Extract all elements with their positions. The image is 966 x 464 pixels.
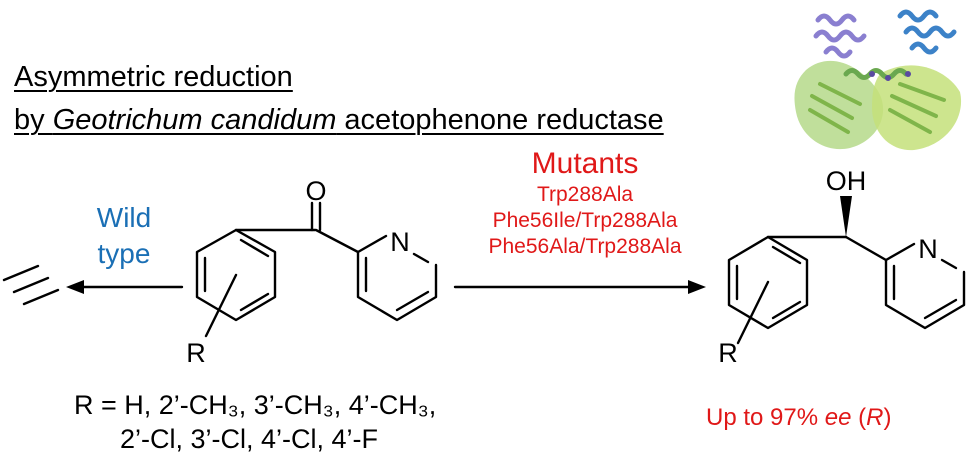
product-hydroxyl-label: OH: [826, 166, 867, 196]
mutants-block: Mutants Trp288Ala Phe56Ile/Trp288Ala Phe…: [445, 146, 725, 260]
triple-slash-no-reaction-icon: [2, 264, 60, 306]
substrate-pyridine-ring: [356, 234, 438, 322]
product-stereo-wedge: [840, 196, 852, 237]
product-r-label: R: [718, 338, 738, 368]
title-line-2: by Geotrichum candidum acetophenone redu…: [14, 104, 664, 137]
result-ee: ee: [824, 404, 852, 431]
substrate-r-bond: [204, 273, 238, 338]
mutants-heading: Mutants: [531, 147, 639, 180]
wild-type-label: Wild type: [88, 200, 160, 272]
forward-arrowhead: [688, 280, 706, 294]
title-text-1: Asymmetric reduction: [14, 61, 293, 93]
title-suffix: acetophenone reductase: [336, 104, 664, 136]
title-line-1: Asymmetric reduction: [14, 61, 293, 94]
wild-type-line-1: Wild: [96, 202, 152, 233]
title-species: Geotrichum candidum: [52, 104, 337, 136]
result-config: R: [866, 404, 884, 431]
r-groups-line-1: R = H, 2’-CH₃, 3’-CH₃, 4’-CH₃,: [74, 390, 437, 420]
wild-type-arrowhead: [66, 280, 84, 294]
result-open-paren: (: [851, 404, 867, 431]
product-r-bond: [736, 280, 770, 345]
mutant-1: Trp288Ala: [536, 183, 634, 206]
substrate-r-label: R: [186, 338, 206, 368]
enantioselectivity-result: Up to 97% ee (R): [706, 404, 891, 432]
product-pyridine-ring: [884, 242, 966, 330]
substrate-benzene-ring: [195, 228, 277, 322]
title-prefix: by: [14, 104, 53, 136]
product-carbinol-pyridine-bond: [844, 235, 888, 262]
product-benzene-ring: [727, 235, 809, 330]
mutant-3: Phe56Ala/Trp288Ala: [488, 235, 682, 258]
substrate-carbonyl-pyridine-bond: [314, 228, 360, 254]
wild-type-line-2: type: [97, 238, 151, 269]
result-close-paren: ): [883, 404, 892, 431]
substrate-oxygen-label: O: [305, 176, 326, 206]
protein-structure-icon: [794, 9, 962, 151]
product-nitrogen-label: N: [918, 234, 938, 264]
result-prefix: Up to 97%: [706, 404, 825, 431]
mutant-2: Phe56Ile/Trp288Ala: [492, 209, 678, 232]
r-groups-line-2: 2’-Cl, 3’-Cl, 4’-Cl, 4’-F: [120, 424, 379, 454]
substrate-nitrogen-label: N: [390, 227, 410, 257]
substrate-carbonyl-double-bond: [310, 201, 322, 232]
